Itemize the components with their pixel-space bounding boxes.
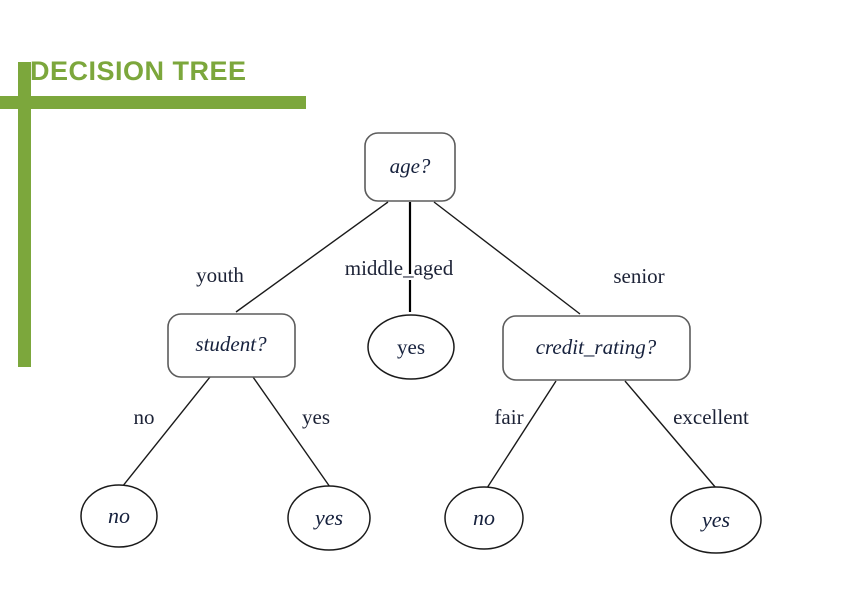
node-leaf-no-left[interactable]	[80, 484, 158, 548]
node-yes-middle[interactable]	[367, 314, 455, 380]
edge-label-student-no: no	[134, 405, 155, 429]
edge-label-senior: senior	[613, 264, 664, 288]
node-yes-middle-label: yes	[397, 335, 425, 359]
node-age-label: age?	[390, 154, 431, 178]
node-leaf-yes-left[interactable]	[287, 485, 371, 551]
edge-label-student-yes: yes	[302, 405, 330, 429]
title-accent-horizontal-bar	[0, 96, 306, 109]
edge-student-to-no	[121, 376, 211, 488]
node-leaf-no-left-label: no	[108, 503, 130, 528]
title-accent-vertical-bar	[18, 62, 31, 367]
node-leaf-no-right[interactable]	[444, 486, 524, 550]
edge-age-to-student	[235, 201, 389, 313]
edge-credit-rating-to-no	[486, 380, 557, 489]
node-credit-rating[interactable]	[502, 315, 691, 381]
node-age[interactable]	[364, 132, 456, 202]
node-credit-rating-label: credit_rating?	[536, 335, 657, 359]
edge-label-youth: youth	[196, 263, 244, 287]
edge-label-credit-fair: fair	[494, 405, 523, 429]
page-title: DECISION TREE	[30, 56, 247, 86]
edge-age-to-credit-rating	[433, 201, 581, 315]
node-leaf-yes-right[interactable]	[670, 486, 762, 554]
edge-label-credit-excellent: excellent	[673, 405, 749, 429]
edge-credit-rating-to-yes	[624, 380, 717, 489]
node-leaf-no-right-label: no	[473, 505, 495, 530]
node-student[interactable]	[167, 313, 296, 378]
node-leaf-yes-left-label: yes	[313, 505, 343, 530]
node-student-label: student?	[195, 332, 267, 356]
edge-student-to-yes	[252, 376, 331, 488]
edge-label-middle-aged: middle_aged	[345, 256, 454, 280]
node-leaf-yes-right-label: yes	[700, 507, 730, 532]
